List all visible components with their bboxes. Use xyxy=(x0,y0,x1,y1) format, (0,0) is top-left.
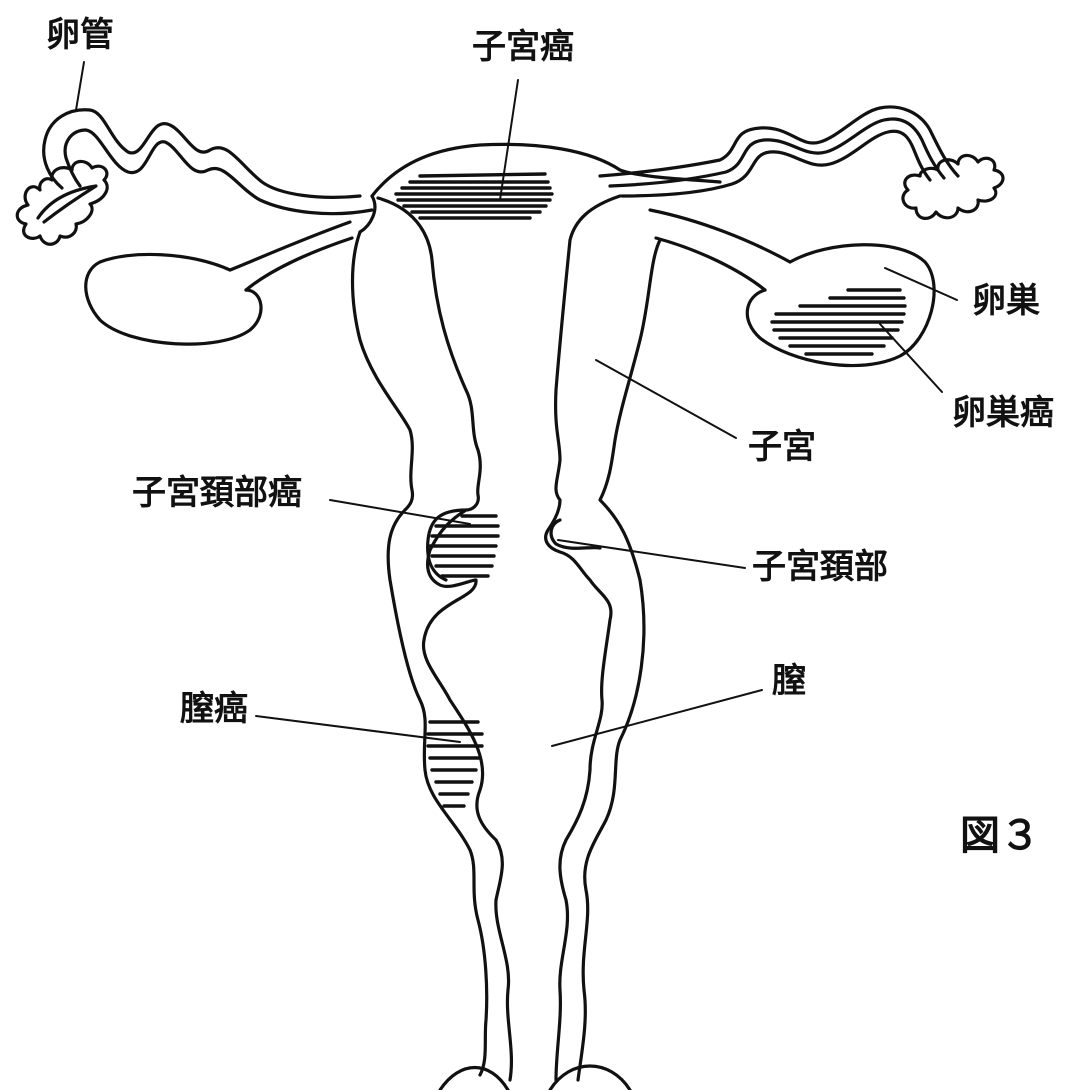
uterine-cancer-hatch xyxy=(396,174,552,218)
cervix-right-lip xyxy=(551,520,600,548)
label-vaginal-cancer: 膣癌 xyxy=(180,692,248,726)
label-uterus: 子宮 xyxy=(748,430,816,464)
leader-vaginal-cancer xyxy=(256,716,460,742)
left-fimbria xyxy=(17,161,107,244)
vaginal-opening-right xyxy=(550,1066,630,1090)
label-fallopian-tube: 卵管 xyxy=(46,18,114,52)
figure-number: 図３ xyxy=(960,816,1040,856)
left-ovarian-ligament xyxy=(230,222,352,290)
label-ovary: 卵巣 xyxy=(972,284,1040,318)
label-uterine-cancer: 子宮癌 xyxy=(472,30,574,64)
label-cervical-cancer: 子宮頚部癌 xyxy=(132,476,302,510)
leader-ovarian-cancer xyxy=(880,324,942,392)
right-fimbria xyxy=(903,155,1003,218)
left-fallopian-tube-inner xyxy=(65,130,372,214)
label-vagina: 膣 xyxy=(772,664,806,698)
right-ovarian-ligament xyxy=(650,210,790,290)
label-ovarian-cancer: 卵巣癌 xyxy=(952,396,1054,430)
vaginal-opening-left xyxy=(440,1068,508,1090)
cervical-cancer-hatch xyxy=(430,516,498,576)
leader-vagina xyxy=(552,690,762,746)
leader-fallopian-tube xyxy=(76,62,84,110)
ovarian-cancer-hatch xyxy=(772,290,905,354)
label-cervix: 子宮頚部 xyxy=(752,550,888,584)
uterus-right-wall-inner xyxy=(546,196,620,1080)
leader-cervix xyxy=(558,540,745,568)
uterus-right-wall-outer xyxy=(578,240,660,1080)
leader-ovary xyxy=(885,268,957,300)
uterus-left-wall-inner xyxy=(378,198,511,1080)
left-fallopian-tube xyxy=(44,110,360,198)
uterus-left-wall-outer xyxy=(353,232,487,1075)
vaginal-cancer-hatch xyxy=(428,722,482,806)
